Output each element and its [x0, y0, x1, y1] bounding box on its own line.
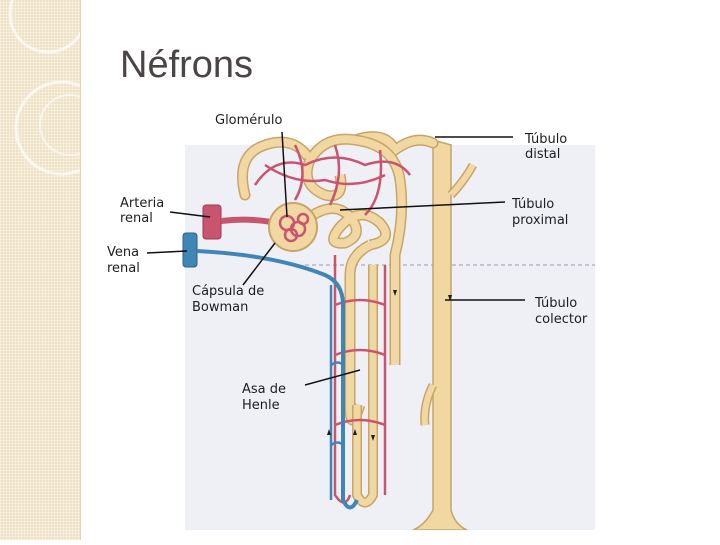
distal-tubule — [237, 131, 439, 365]
slide-title: Néfrons — [120, 44, 254, 86]
leader-lines — [146, 131, 525, 386]
glomerulus — [278, 212, 310, 243]
label-tubulo-colector: Túbulo colector — [534, 296, 588, 327]
nephron-illustration: Glomérulo Túbulo distal Arteria renal Tú… — [107, 113, 595, 531]
label-asa-henle: Asa de Henle — [242, 382, 290, 413]
label-glomerulo: Glomérulo — [215, 113, 282, 128]
label-tubulo-distal: Túbulo distal — [524, 132, 571, 162]
renal-vein — [182, 232, 359, 510]
label-capsula-bowman: Cápsula de Bowman — [192, 284, 268, 315]
label-tubulo-proximal: Túbulo proximal — [511, 197, 568, 228]
flow-arrows — [327, 290, 452, 441]
label-arteria-renal: Arteria renal — [120, 196, 168, 226]
decorative-circles — [8, 0, 110, 176]
nephron-diagram: Glomérulo Túbulo distal Arteria renal Tú… — [95, 105, 615, 531]
vasa-recta — [329, 285, 344, 500]
label-vena-renal: Vena renal — [107, 245, 143, 276]
decorative-side-band — [0, 0, 110, 540]
loop-of-henle — [352, 265, 378, 508]
